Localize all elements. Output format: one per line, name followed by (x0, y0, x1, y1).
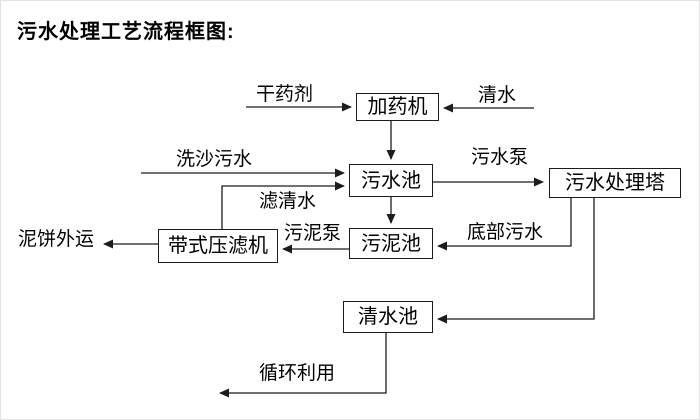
edge-tower-to-clean-water-pool (437, 198, 595, 324)
edge-label-bottom-sewage: 底部污水 (467, 222, 544, 243)
edge-label-filtered-water: 滤清水 (259, 191, 317, 212)
node-sewage-pool-label: 污水池 (361, 169, 421, 192)
node-dosing-machine: 加药机 (356, 93, 439, 121)
edge-filtered-water-to-sewage-pool (221, 181, 345, 229)
edge-label-clean-water: 清水 (478, 85, 517, 106)
node-belt-filter-press: 带式压滤机 (158, 229, 278, 263)
edge-label-recycling: 循环利用 (259, 363, 336, 384)
node-treatment-tower-label: 污水处理塔 (565, 172, 665, 194)
page-title: 污水处理工艺流程框图: (17, 21, 235, 43)
node-dosing-machine-label: 加药机 (367, 96, 428, 118)
node-sludge-pool: 污泥池 (349, 228, 433, 259)
node-clean-water-pool-label: 清水池 (358, 306, 418, 328)
node-belt-filter-press-label: 带式压滤机 (168, 235, 268, 257)
node-sludge-pool-label: 污泥池 (361, 232, 421, 255)
node-treatment-tower: 污水处理塔 (549, 168, 681, 198)
edge-clean-water-pool-to-recycling (219, 333, 387, 398)
edge-tower-bottom-to-sludge-pool (437, 198, 572, 251)
edge-label-dry-agent: 干药剂 (256, 84, 314, 105)
edge-label-mud-cake-out: 泥饼外运 (18, 229, 95, 250)
edge-label-sludge-pump: 污泥泵 (284, 223, 342, 244)
edge-label-sand-washing-sewage: 洗沙污水 (176, 149, 253, 170)
node-sewage-pool: 污水池 (349, 164, 433, 197)
edge-label-sewage-pump: 污水泵 (471, 147, 529, 168)
node-clean-water-pool: 清水池 (343, 301, 433, 333)
